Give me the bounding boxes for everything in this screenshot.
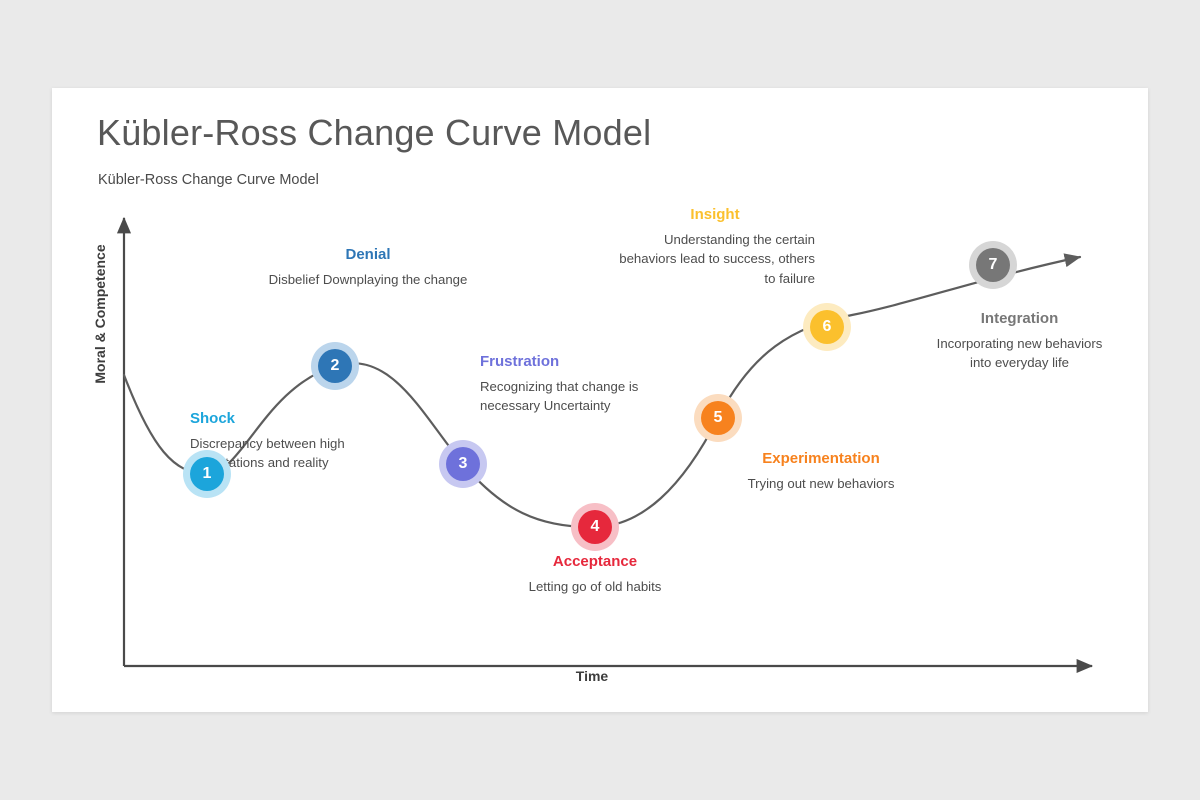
stage-title-insight: Insight: [690, 206, 740, 223]
stage-marker-1[interactable]: 1: [190, 457, 224, 491]
stage-desc-experimentation: Trying out new behaviors: [747, 476, 895, 492]
stage-marker-6[interactable]: 6: [810, 310, 844, 344]
stage-marker-1-number: 1: [202, 465, 212, 482]
stage-desc-integration: Incorporating new behaviors into everyda…: [936, 336, 1103, 371]
stage-desc-frustration: Recognizing that change is necessary Unc…: [480, 379, 639, 414]
change-curve-chart: Moral & Competence Time 1 Shock Discrepa…: [52, 88, 1148, 712]
stage-title-experimentation: Experimentation: [762, 450, 880, 467]
stage-block-acceptance: Acceptance Letting go of old habits: [495, 553, 695, 596]
stage-desc-insight: Understanding the certain behaviors lead…: [619, 232, 815, 286]
stage-marker-5-number: 5: [713, 409, 723, 426]
stage-title-shock: Shock: [190, 410, 236, 427]
stage-marker-2-number: 2: [330, 357, 340, 374]
y-axis-label: Moral & Competence: [92, 244, 108, 384]
stage-marker-6-number: 6: [822, 318, 832, 335]
stage-title-frustration: Frustration: [480, 353, 560, 370]
stage-marker-4[interactable]: 4: [578, 510, 612, 544]
slide-card: Kübler-Ross Change Curve Model Kübler-Ro…: [52, 88, 1148, 712]
stage-desc-acceptance: Letting go of old habits: [528, 579, 662, 595]
stage-block-experimentation: Experimentation Trying out new behaviors: [712, 450, 930, 493]
stage-marker-5[interactable]: 5: [701, 401, 735, 435]
stage-marker-3-number: 3: [458, 455, 468, 472]
curve-graphic: [116, 216, 1094, 674]
stage-title-denial: Denial: [345, 246, 391, 263]
stage-marker-4-number: 4: [590, 518, 600, 535]
stage-marker-7[interactable]: 7: [976, 248, 1010, 282]
stage-marker-7-number: 7: [988, 256, 998, 273]
x-axis-label: Time: [575, 668, 609, 684]
stage-block-shock: Shock Discrepancy between high expectati…: [190, 410, 390, 473]
stage-marker-2[interactable]: 2: [318, 349, 352, 383]
stage-block-frustration: Frustration Recognizing that change is n…: [480, 353, 680, 416]
stage-block-integration: Integration Incorporating new behaviors …: [927, 310, 1112, 373]
page-subtitle: Kübler-Ross Change Curve Model: [98, 172, 319, 188]
stage-marker-3[interactable]: 3: [446, 447, 480, 481]
stage-desc-denial: Disbelief Downplaying the change: [268, 272, 468, 288]
stage-desc-shock: Discrepancy between high expectations an…: [190, 436, 345, 471]
stage-block-insight: Insight Understanding the certain behavi…: [615, 206, 815, 288]
stage-title-acceptance: Acceptance: [552, 553, 638, 570]
page-title: Kübler-Ross Change Curve Model: [97, 112, 652, 153]
stage-title-integration: Integration: [980, 310, 1059, 327]
change-curve-path: [122, 253, 1082, 529]
stage-block-denial: Denial Disbelief Downplaying the change: [256, 246, 480, 289]
